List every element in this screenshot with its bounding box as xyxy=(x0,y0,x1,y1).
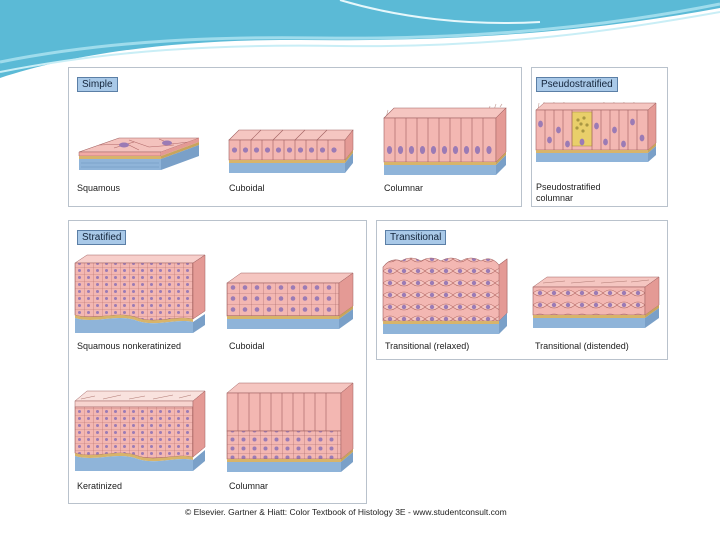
caption-transitional-distended: Transitional (distended) xyxy=(535,341,629,352)
transitional-tag: Transitional xyxy=(385,230,446,245)
caption-stratified-cuboidal: Cuboidal xyxy=(229,341,265,352)
pseudostratified-tag: Pseudostratified xyxy=(536,77,618,92)
transitional-relaxed-illustration xyxy=(383,253,517,339)
epithelium-figure: Simple Squamous xyxy=(66,65,670,520)
simple-columnar-illustration xyxy=(384,104,514,182)
stratified-squamous-nonkeratinized-illustration xyxy=(75,253,213,339)
caption-stratified-columnar: Columnar xyxy=(229,481,268,492)
transitional-distended-illustration xyxy=(533,275,663,337)
caption-stratified-keratinized: Keratinized xyxy=(77,481,122,492)
panel-simple: Simple Squamous xyxy=(68,67,522,207)
stratified-columnar-illustration xyxy=(227,381,357,477)
simple-squamous-illustration xyxy=(79,130,209,180)
panel-transitional: Transitional Transitional (relaxed) xyxy=(376,220,668,360)
caption-pseudostratified-line1: Pseudostratified xyxy=(536,182,601,193)
stratified-keratinized-illustration xyxy=(75,387,213,477)
caption-simple-cuboidal: Cuboidal xyxy=(229,183,265,194)
caption-simple-squamous: Squamous xyxy=(77,183,120,194)
pseudostratified-columnar-illustration xyxy=(536,100,662,166)
panel-pseudostratified: Pseudostratified Pseudostratified column… xyxy=(531,67,668,207)
caption-transitional-relaxed: Transitional (relaxed) xyxy=(385,341,469,352)
caption-simple-columnar: Columnar xyxy=(384,183,423,194)
stratified-tag: Stratified xyxy=(77,230,126,245)
copyright-credit: © Elsevier. Gartner & Hiatt: Color Textb… xyxy=(185,507,507,517)
panel-stratified: Stratified Squamous nonkeratinized xyxy=(68,220,367,504)
simple-cuboidal-illustration xyxy=(229,126,359,180)
caption-stratified-squamous-nonkeratinized: Squamous nonkeratinized xyxy=(77,341,181,352)
stratified-cuboidal-illustration xyxy=(227,271,357,337)
simple-tag: Simple xyxy=(77,77,118,92)
caption-pseudostratified-line2: columnar xyxy=(536,193,573,204)
